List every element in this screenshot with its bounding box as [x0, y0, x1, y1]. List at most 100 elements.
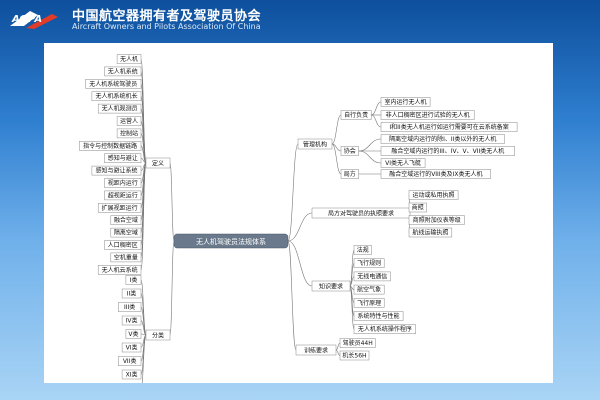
connector-line	[169, 162, 175, 242]
connector-line	[331, 143, 342, 152]
license-req-node	[311, 207, 411, 219]
management-item-box	[380, 146, 515, 156]
definition-item: 控制站	[120, 129, 138, 137]
training-item: 机长56H	[342, 352, 366, 360]
connector-line	[349, 276, 355, 287]
management-item: 融合空域运行的VIII类及IX类无人机	[389, 170, 482, 178]
definition-node	[145, 157, 171, 169]
connector-line	[140, 162, 147, 271]
classification-label: 分类	[152, 332, 164, 340]
license-req-label: 局方对驾驶员的执照要求	[328, 210, 394, 218]
connector-line	[287, 212, 313, 242]
definition-item-box	[116, 54, 142, 64]
connector-line	[169, 240, 175, 336]
definition-item: 感知与避让	[108, 154, 138, 162]
connector-line	[287, 240, 297, 351]
definition-item-box	[97, 103, 142, 114]
license-item-box	[408, 190, 459, 200]
management-group-box	[340, 110, 372, 120]
aopa-logo-icon: AOPA	[10, 11, 58, 29]
definition-item-box	[91, 91, 142, 101]
center-node-label: 无人机驾驶员法规体系	[196, 237, 266, 246]
connector-line	[287, 240, 313, 287]
license-item: 运动或私用执照	[413, 191, 455, 199]
classification-item: V类	[128, 330, 138, 338]
classification-item: XI类	[126, 371, 138, 379]
knowledge-item-box	[353, 271, 391, 282]
knowledge-node	[311, 280, 351, 292]
connector-line	[335, 349, 341, 356]
definition-item-box	[104, 190, 142, 201]
connector-line	[331, 114, 342, 145]
training-label: 训练要求	[304, 347, 328, 355]
definition-item: 无人机系统机长	[95, 92, 137, 100]
connector-line	[140, 145, 147, 164]
classification-node	[145, 329, 171, 341]
definition-item: 空机重量	[114, 253, 138, 261]
site-title-cn: 中国航空器拥有者及驾驶员协会	[72, 9, 262, 24]
connector-line	[371, 101, 382, 116]
definition-item-box	[97, 203, 142, 213]
connector-line	[358, 138, 382, 152]
license-item: 航线运输执照	[412, 229, 448, 237]
management-item: 非人口稠密区进行试验的无人机	[386, 111, 470, 119]
classification-item-box	[121, 342, 142, 353]
knowledge-item-box	[353, 258, 385, 268]
training-item: 驾驶员44H	[343, 339, 373, 347]
management-item-box	[380, 110, 475, 120]
connector-line	[331, 143, 342, 175]
definition-item: 感知与避让系统	[95, 167, 137, 175]
center-node	[173, 233, 289, 249]
license-item-box	[408, 202, 427, 213]
license-item: 商照	[412, 204, 424, 212]
logo-text: AOPA	[11, 14, 42, 25]
classification-item: VII类	[123, 357, 137, 365]
management-item-box	[380, 158, 426, 168]
management-item-box	[380, 134, 505, 144]
classification-item-box	[121, 288, 142, 299]
knowledge-item: 航空气象	[357, 286, 381, 294]
definition-item-box	[110, 252, 142, 263]
mindmap-canvas: 无人机驾驶员法规体系 定义 无人机无人机系统无人机系统驾驶员无人机系统机长无人机…	[44, 43, 553, 393]
connector-line	[371, 114, 382, 128]
knowledge-item: 无线电通信	[357, 272, 387, 280]
management-item: 融合空域内运行的III、IV、V、VII类无人机	[391, 147, 504, 155]
connector-line	[349, 285, 355, 330]
management-item: 室内运行无人机	[385, 98, 427, 106]
training-node	[295, 344, 337, 356]
knowledge-label: 知识要求	[319, 283, 343, 291]
knowledge-item-box	[353, 324, 416, 334]
classification-item-box	[118, 302, 142, 312]
classification-item: VI类	[126, 344, 138, 352]
management-item-box	[380, 122, 518, 132]
management-group-box	[340, 169, 359, 179]
license-item-box	[408, 215, 465, 225]
management-item-box	[380, 97, 431, 107]
classification-item-box	[118, 356, 142, 366]
management-item-box	[380, 169, 491, 179]
definition-item: 无人机	[120, 55, 138, 63]
definition-item-box	[85, 79, 142, 89]
connector-line	[287, 143, 299, 242]
knowledge-item: 飞行规则	[357, 259, 381, 267]
definition-item-box	[110, 215, 142, 225]
classification-item-box	[125, 329, 142, 339]
definition-item: 超视距运行	[108, 191, 138, 199]
definition-item: 融合空域	[114, 216, 138, 224]
definition-item: 隔离空域	[114, 229, 138, 237]
definition-item: 人口稠密区	[108, 241, 138, 249]
knowledge-item: 飞行原理	[357, 299, 381, 307]
classification-item-box	[121, 315, 142, 326]
definition-item-box	[104, 178, 142, 188]
connector-line	[335, 342, 341, 351]
mindmap-diagram: 无人机驾驶员法规体系 定义 无人机无人机系统无人机系统驾驶员无人机系统机长无人机…	[79, 54, 518, 393]
definition-item-box	[116, 116, 142, 126]
definition-item: 指令与控制数据链路	[83, 142, 137, 150]
knowledge-item: 法规	[357, 246, 369, 254]
site-title-en: Aircraft Owners and Pilots Association O…	[72, 22, 261, 31]
connector-line	[140, 320, 147, 336]
management-group: 协会	[344, 147, 356, 155]
classification-item: II类	[127, 290, 137, 298]
management-group: 局方	[344, 170, 356, 178]
knowledge-item: 系统特性与性能	[358, 312, 400, 320]
